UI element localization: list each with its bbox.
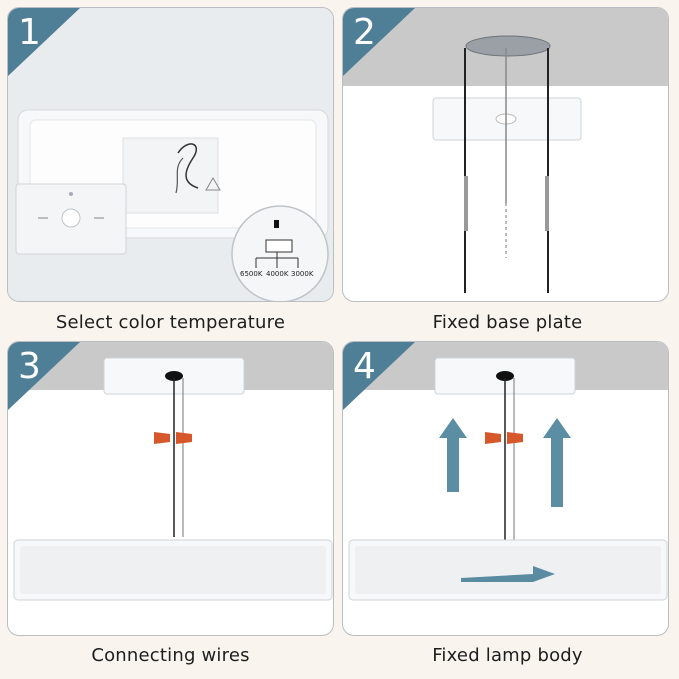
step-1-illustration — [8, 8, 333, 301]
step-3-panel: 3 — [7, 341, 334, 636]
step-2-illustration — [343, 8, 668, 293]
step-1-caption: Select color temperature — [55, 312, 286, 333]
step-number: 3 — [18, 346, 41, 387]
step-number: 4 — [353, 346, 376, 387]
step-1-panel: 1 6500K 4000K 3000K — [7, 7, 334, 302]
step-3-caption: Connecting wires — [91, 645, 250, 666]
switch-label-4000k: 4000K — [266, 270, 289, 278]
switch-label-6500k: 6500K — [240, 270, 263, 278]
step-4-caption: Fixed lamp body — [432, 645, 583, 666]
step-number: 2 — [353, 12, 376, 53]
step-3-illustration — [8, 342, 333, 601]
switch-label-3000k: 3000K — [291, 270, 314, 278]
step-4-panel: 4 — [342, 341, 669, 636]
step-2-panel: 2 — [342, 7, 669, 302]
step-2-caption: Fixed base plate — [432, 312, 583, 333]
step-number: 1 — [18, 12, 41, 53]
step-4-illustration — [343, 342, 668, 601]
